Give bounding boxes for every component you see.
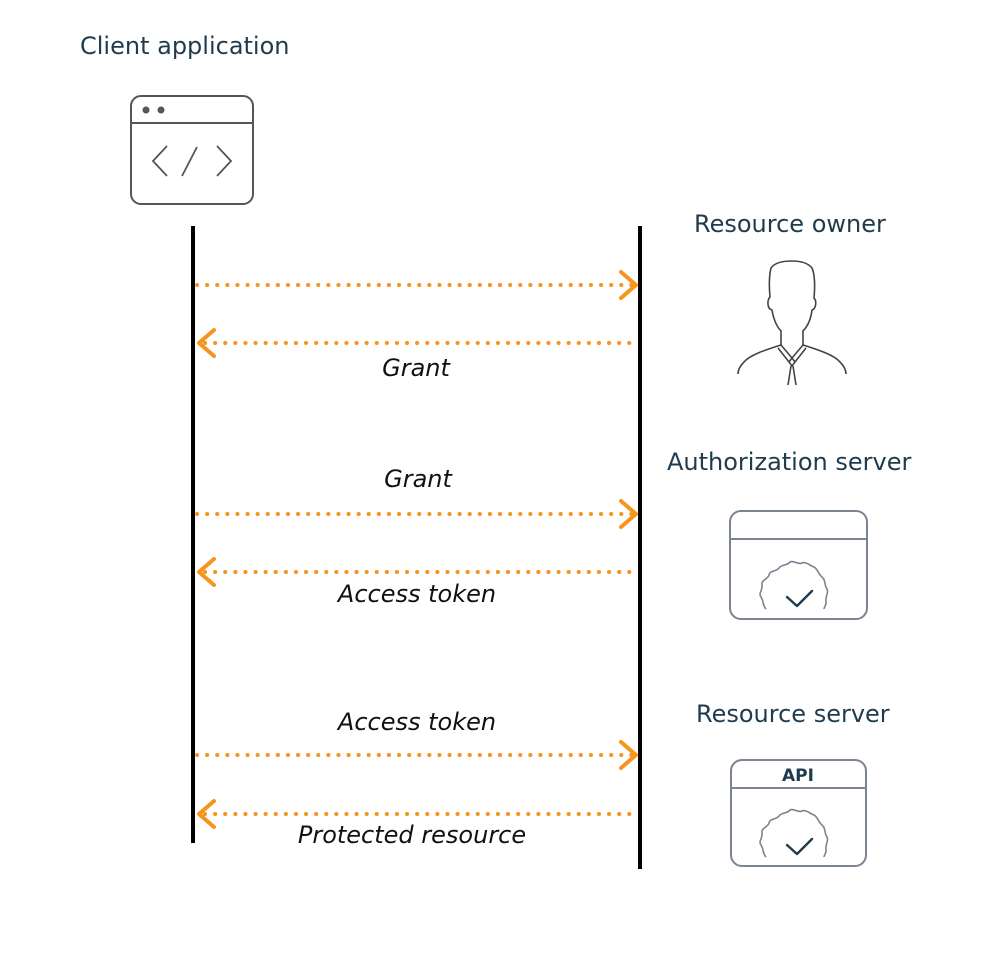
api-label: API [782,766,814,786]
resource-server-label: Resource server [696,700,890,728]
server-gear-check-icon [729,510,868,620]
client-application-label: Client application [80,32,290,60]
arrowhead-right-icon [619,270,638,300]
message-arrow-3 [195,499,638,529]
resource-owner-label: Resource owner [694,210,886,238]
checkmark-icon [785,837,814,856]
message-arrow-4 [197,557,640,587]
message-arrow-2 [197,328,640,358]
person-icon [737,260,847,386]
message-label-access-token-send: Access token [337,708,497,736]
gear-icon [759,808,829,858]
browser-code-icon [130,95,254,205]
arrowhead-right-icon [619,499,638,529]
arrowhead-left-icon [197,799,216,829]
message-arrow-1 [195,270,638,300]
arrowhead-right-icon [619,740,638,770]
message-label-access-token-return: Access token [337,580,497,608]
message-arrow-5 [195,740,638,770]
api-gear-check-icon: API [730,759,867,867]
authorization-server-label: Authorization server [667,448,912,476]
message-label-grant-return: Grant [382,354,450,382]
checkmark-icon [785,589,814,608]
message-arrow-6 [197,799,640,829]
message-label-protected-resource: Protected resource [297,821,527,849]
gear-icon [759,560,829,610]
arrowhead-left-icon [197,328,216,358]
arrowhead-left-icon [197,557,216,587]
message-label-grant-send: Grant [384,465,452,493]
